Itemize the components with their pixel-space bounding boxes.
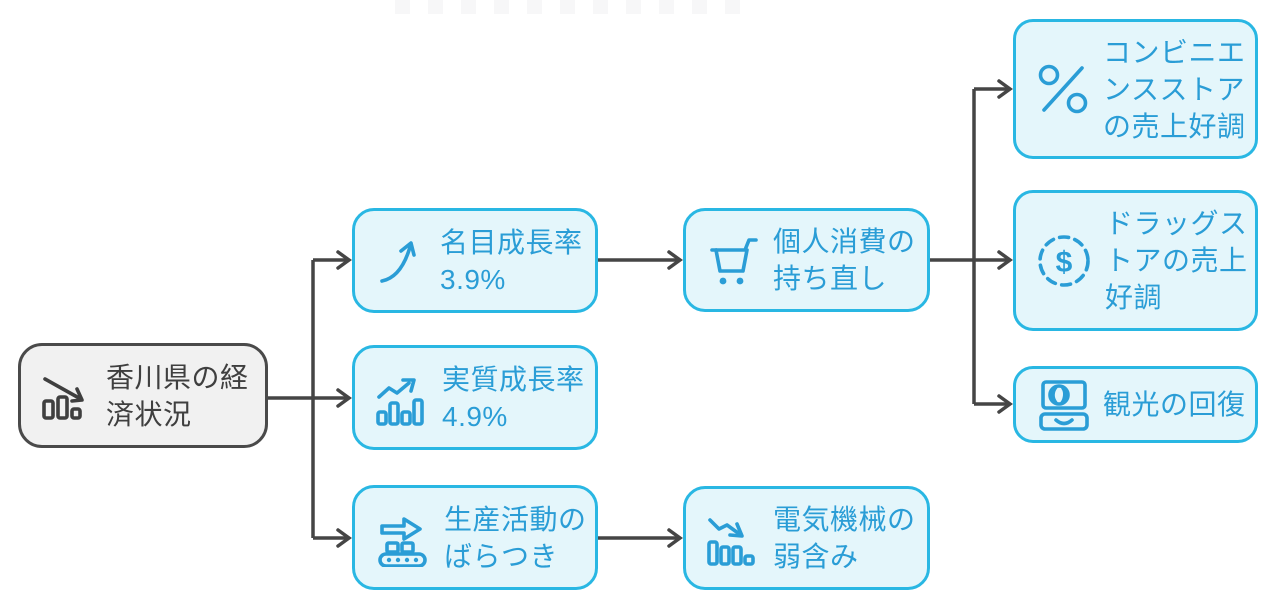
node-consumption: 個人消費の 持ち直し	[683, 208, 930, 312]
node-nominal-growth: 名目成長率 3.9%	[352, 208, 598, 313]
node-label: 生産活動の ばらつき	[444, 503, 587, 572]
trend-up-curve-icon	[375, 233, 427, 289]
node-tourism: 観光の回復	[1013, 366, 1258, 443]
watermark-square	[725, 0, 740, 14]
dollar-symbol: $	[1056, 246, 1073, 279]
watermark-square	[692, 0, 707, 14]
arrowhead-tourism	[997, 394, 1013, 414]
suitcase-globe-icon	[1036, 378, 1090, 432]
node-root: 香川県の経 済状況	[18, 343, 268, 448]
node-drugstore: $ ドラッグス トアの売上 好調	[1013, 190, 1258, 331]
watermark-square	[626, 0, 641, 14]
node-real-growth: 実質成長率 4.9%	[352, 345, 598, 450]
watermark-square	[560, 0, 575, 14]
node-label: ドラッグス トアの売上 好調	[1105, 208, 1248, 313]
arrowhead-real	[336, 388, 352, 408]
watermark-square	[395, 0, 410, 14]
watermark-row	[395, 0, 740, 14]
watermark-square	[461, 0, 476, 14]
node-label: 電気機械の 弱含み	[773, 504, 916, 572]
watermark-square	[494, 0, 509, 14]
watermark-square	[428, 0, 443, 14]
node-label: 個人消費の 持ち直し	[773, 226, 916, 294]
node-production: 生産活動の ばらつき	[352, 485, 598, 590]
watermark-square	[659, 0, 674, 14]
node-label: 香川県の経 済状況	[106, 361, 249, 430]
node-convenience: コンビニエ ンスストア の売上好調	[1013, 19, 1258, 159]
node-label: 名目成長率 3.9%	[440, 226, 583, 295]
node-label: 実質成長率 4.9%	[442, 363, 585, 432]
node-label: 観光の回復	[1103, 389, 1246, 420]
arrowhead-electrical	[667, 528, 683, 548]
watermark-square	[593, 0, 608, 14]
node-electrical: 電気機械の 弱含み	[683, 486, 930, 590]
arrowhead-consumption	[667, 250, 683, 270]
node-label: コンビニエ ンスストア の売上好調	[1103, 36, 1246, 142]
arrowhead-convenience	[997, 79, 1013, 99]
bar-chart-increasing-icon	[375, 370, 429, 426]
dollar-circle-icon: $	[1036, 233, 1092, 289]
bar-chart-declining-icon	[706, 510, 760, 566]
watermark-square	[527, 0, 542, 14]
arrowhead-production	[336, 528, 352, 548]
conveyor-belt-icon	[375, 509, 431, 567]
arrowhead-drugstore	[997, 250, 1013, 270]
shopping-cart-icon	[706, 232, 760, 288]
bar-chart-decreasing-icon	[41, 371, 93, 421]
arrowhead-nominal	[336, 250, 352, 270]
percent-icon	[1036, 61, 1090, 117]
